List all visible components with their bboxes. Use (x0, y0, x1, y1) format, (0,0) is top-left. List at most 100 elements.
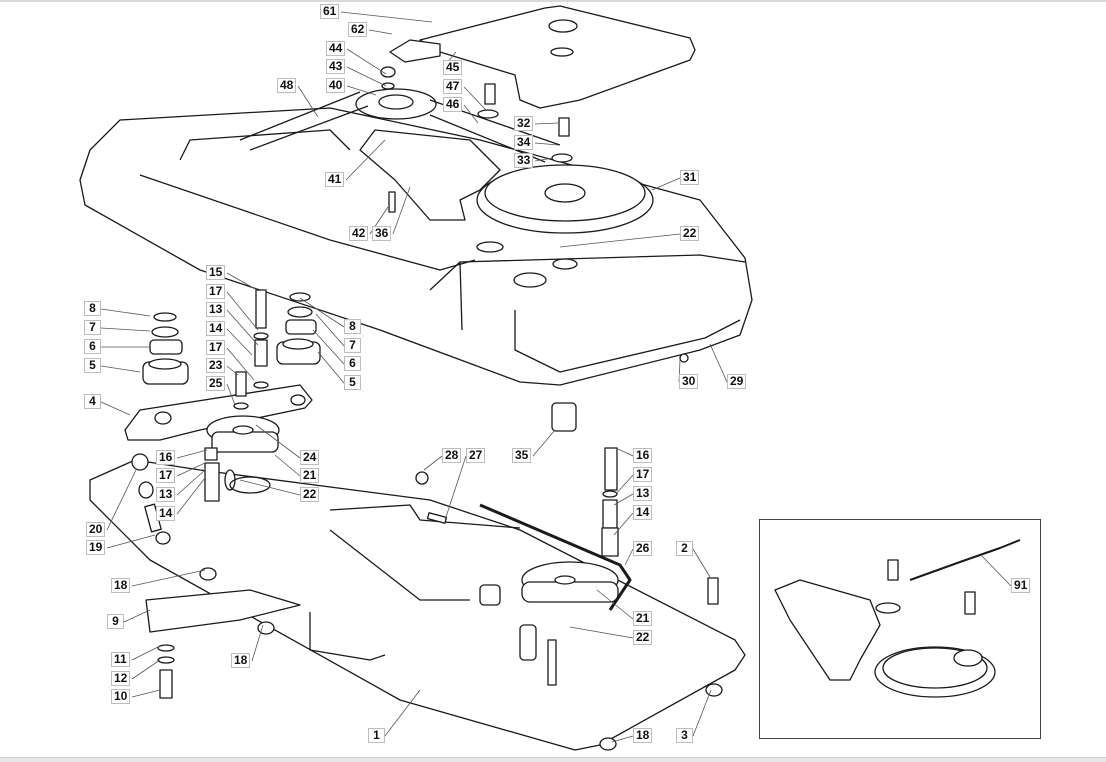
part-label-30[interactable]: 30 (679, 374, 699, 389)
part-label-17[interactable]: 17 (206, 284, 226, 299)
part-label-36[interactable]: 36 (372, 226, 392, 241)
leader-line-48 (297, 85, 319, 118)
part-label-28[interactable]: 28 (442, 448, 462, 463)
leader-line-6 (312, 329, 345, 365)
leader-line-41 (345, 139, 386, 181)
part-label-20[interactable]: 20 (86, 522, 106, 537)
part-label-6[interactable]: 6 (344, 356, 361, 371)
part-label-16[interactable]: 16 (633, 448, 653, 463)
part-label-24[interactable]: 24 (300, 450, 320, 465)
part-label-22[interactable]: 22 (680, 226, 700, 241)
part-label-43[interactable]: 43 (326, 59, 346, 74)
part-label-44[interactable]: 44 (326, 41, 346, 56)
part-label-19[interactable]: 19 (86, 540, 106, 555)
part-label-18[interactable]: 18 (231, 653, 251, 668)
part-label-6[interactable]: 6 (84, 339, 101, 354)
leader-line-46 (463, 104, 479, 124)
leader-line-16 (176, 449, 208, 459)
leader-line-12 (131, 659, 161, 680)
part-label-34[interactable]: 34 (514, 135, 534, 150)
part-label-2[interactable]: 2 (676, 541, 693, 556)
part-label-17[interactable]: 17 (206, 340, 226, 355)
part-label-5[interactable]: 5 (84, 358, 101, 373)
part-label-8[interactable]: 8 (84, 301, 101, 316)
leader-line-17 (226, 347, 255, 381)
leader-line-10 (131, 689, 161, 698)
part-label-25[interactable]: 25 (206, 376, 226, 391)
part-label-22[interactable]: 22 (633, 630, 653, 645)
part-label-21[interactable]: 21 (300, 468, 320, 483)
leader-line-14 (226, 328, 253, 356)
part-label-62[interactable]: 62 (348, 22, 368, 37)
part-label-17[interactable]: 17 (156, 468, 176, 483)
part-label-3[interactable]: 3 (676, 728, 693, 743)
part-label-1[interactable]: 1 (368, 728, 385, 743)
part-label-13[interactable]: 13 (633, 486, 653, 501)
part-label-13[interactable]: 13 (156, 487, 176, 502)
part-label-12[interactable]: 12 (111, 671, 131, 686)
part-label-91[interactable]: 91 (1011, 578, 1031, 593)
part-label-40[interactable]: 40 (326, 78, 346, 93)
leader-line-2 (692, 548, 711, 578)
part-label-18[interactable]: 18 (633, 728, 653, 743)
part-label-14[interactable]: 14 (206, 321, 226, 336)
bottom-scrollbar-area[interactable] (0, 757, 1106, 762)
leader-line-35 (532, 429, 556, 457)
part-label-29[interactable]: 29 (727, 374, 747, 389)
part-label-15[interactable]: 15 (206, 265, 226, 280)
part-label-45[interactable]: 45 (443, 60, 463, 75)
leader-line-1 (384, 689, 421, 737)
leader-line-47 (463, 86, 487, 111)
leader-line-3 (692, 689, 712, 737)
leader-line-4 (100, 401, 131, 416)
part-label-18[interactable]: 18 (111, 578, 131, 593)
leader-line-34 (534, 142, 559, 146)
leader-line-27 (444, 455, 467, 521)
part-label-10[interactable]: 10 (111, 689, 131, 704)
part-label-46[interactable]: 46 (443, 97, 463, 112)
part-label-7[interactable]: 7 (84, 320, 101, 335)
leader-line-13 (176, 469, 206, 496)
part-label-48[interactable]: 48 (277, 78, 297, 93)
part-label-41[interactable]: 41 (325, 172, 345, 187)
part-label-8[interactable]: 8 (344, 319, 361, 334)
leader-line-22 (559, 233, 681, 248)
part-label-9[interactable]: 9 (107, 614, 124, 629)
leader-line-13 (226, 309, 259, 346)
part-label-31[interactable]: 31 (680, 170, 700, 185)
leader-line-5 (100, 365, 141, 373)
part-label-14[interactable]: 14 (156, 506, 176, 521)
leader-line-18 (611, 735, 634, 743)
belt-cover-part (419, 5, 696, 109)
leader-line-62 (368, 29, 393, 35)
leader-line-17 (615, 474, 634, 495)
leader-line-19 (106, 534, 156, 549)
leader-line-32 (534, 122, 559, 125)
part-label-61[interactable]: 61 (320, 4, 340, 19)
leader-line-14 (176, 477, 206, 515)
part-label-23[interactable]: 23 (206, 358, 226, 373)
part-label-5[interactable]: 5 (344, 375, 361, 390)
part-label-26[interactable]: 26 (633, 541, 653, 556)
part-label-27[interactable]: 27 (466, 448, 486, 463)
leader-line-8 (100, 308, 151, 317)
part-label-32[interactable]: 32 (514, 116, 534, 131)
top-border (0, 0, 1106, 2)
part-label-47[interactable]: 47 (443, 79, 463, 94)
part-label-35[interactable]: 35 (512, 448, 532, 463)
leader-line-15 (226, 272, 258, 291)
leader-line-5 (317, 351, 345, 384)
part-label-4[interactable]: 4 (84, 394, 101, 409)
part-label-22[interactable]: 22 (300, 487, 320, 502)
part-label-21[interactable]: 21 (633, 611, 653, 626)
part-label-7[interactable]: 7 (344, 338, 361, 353)
part-label-42[interactable]: 42 (349, 226, 369, 241)
part-label-33[interactable]: 33 (514, 153, 534, 168)
part-label-11[interactable]: 11 (111, 652, 130, 667)
leader-line-29 (709, 343, 728, 383)
part-label-13[interactable]: 13 (206, 302, 226, 317)
leader-line-25 (226, 383, 236, 406)
part-label-14[interactable]: 14 (633, 505, 653, 520)
part-label-17[interactable]: 17 (633, 467, 653, 482)
part-label-16[interactable]: 16 (156, 450, 176, 465)
